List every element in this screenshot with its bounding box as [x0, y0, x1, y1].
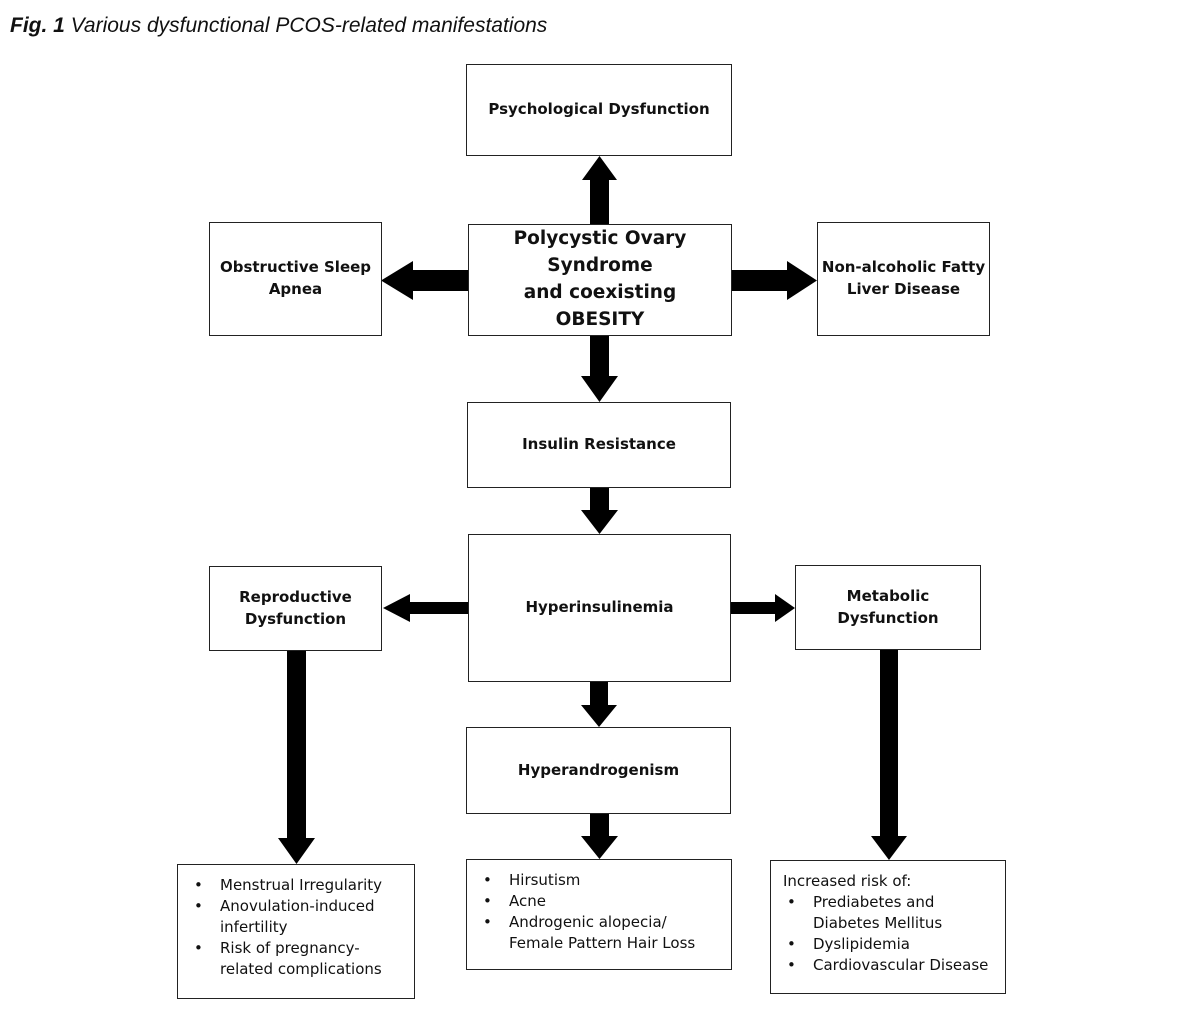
list-item: Menstrual Irregularity [190, 875, 402, 896]
arrow-to-hyperandrogenism [581, 681, 617, 727]
node-metabolic-line2: Dysfunction [837, 608, 939, 627]
list-item: Dyslipidemia [783, 934, 993, 955]
node-reproductive-line2: Dysfunction [244, 609, 347, 628]
list-hyperandrogenism-manifestations: Hirsutism Acne Androgenic alopecia/ Fema… [466, 859, 732, 970]
node-pcos-line2: and coexisting [523, 282, 677, 303]
node-psychological-label: Psychological Dysfunction [488, 100, 710, 119]
node-reproductive-line1: Reproductive [239, 587, 352, 606]
node-insulin-resistance: Insulin Resistance [467, 402, 731, 488]
list-item: Hirsutism [479, 870, 719, 891]
node-osa-line2: Apnea [268, 280, 323, 298]
arrow-to-hyperinsulinemia [581, 487, 618, 534]
list-item: Acne [479, 891, 719, 912]
list-item: Cardiovascular Disease [783, 955, 993, 976]
list-item: Androgenic alopecia/ Female Pattern Hair… [479, 912, 719, 954]
node-osa-line1: Obstructive Sleep [219, 258, 372, 277]
arrow-to-metabolic [731, 594, 795, 622]
node-obstructive-sleep-apnea: Obstructive Sleep Apnea [209, 222, 382, 336]
figure-label: Fig. 1 [10, 14, 65, 37]
node-hyperinsulinemia-label: Hyperinsulinemia [525, 598, 674, 617]
node-pcos-line3: OBESITY [555, 308, 645, 330]
node-hyperinsulinemia: Hyperinsulinemia [468, 534, 731, 682]
arrow-to-insulin-resistance [581, 336, 618, 402]
arrow-to-metabolic-list [871, 650, 907, 860]
list-metabolic-manifestations: Increased risk of: Prediabetes and Diabe… [770, 860, 1006, 994]
arrow-to-nafld [731, 261, 817, 300]
list-item: Anovulation-induced infertility [190, 896, 402, 938]
metabolic-list-intro: Increased risk of: [783, 872, 912, 890]
arrow-to-psychological [582, 156, 617, 224]
list-item: Prediabetes and Diabetes Mellitus [783, 892, 993, 934]
node-nafld-line2: Liver Disease [846, 280, 961, 298]
node-hyperandrogenism-label: Hyperandrogenism [517, 760, 680, 779]
figure-title: Various dysfunctional PCOS-related manif… [70, 14, 548, 37]
node-metabolic-dysfunction: Metabolic Dysfunction [795, 565, 981, 650]
arrow-to-reproductive [383, 594, 469, 622]
node-reproductive-dysfunction: Reproductive Dysfunction [209, 566, 382, 651]
node-hyperandrogenism: Hyperandrogenism [466, 727, 731, 814]
list-reproductive-manifestations: Menstrual Irregularity Anovulation-induc… [177, 864, 415, 999]
node-nafld: Non-alcoholic Fatty Liver Disease [817, 222, 990, 336]
node-pcos-obesity: Polycystic Ovary Syndrome and coexisting… [468, 224, 732, 336]
arrow-to-reproductive-list [278, 650, 315, 864]
node-pcos-line1: Polycystic Ovary Syndrome [513, 228, 687, 277]
node-metabolic-line1: Metabolic [846, 586, 930, 605]
node-nafld-line1: Non-alcoholic Fatty [821, 258, 986, 277]
figure-caption: Fig. 1 Various dysfunctional PCOS-relate… [10, 14, 547, 38]
arrow-to-hyperandrogenism-list [581, 813, 618, 859]
node-psychological-dysfunction: Psychological Dysfunction [466, 64, 732, 156]
list-item: Risk of pregnancy-related complications [190, 938, 402, 980]
node-insulin-resistance-label: Insulin Resistance [522, 435, 676, 454]
arrow-to-osa [381, 261, 469, 300]
